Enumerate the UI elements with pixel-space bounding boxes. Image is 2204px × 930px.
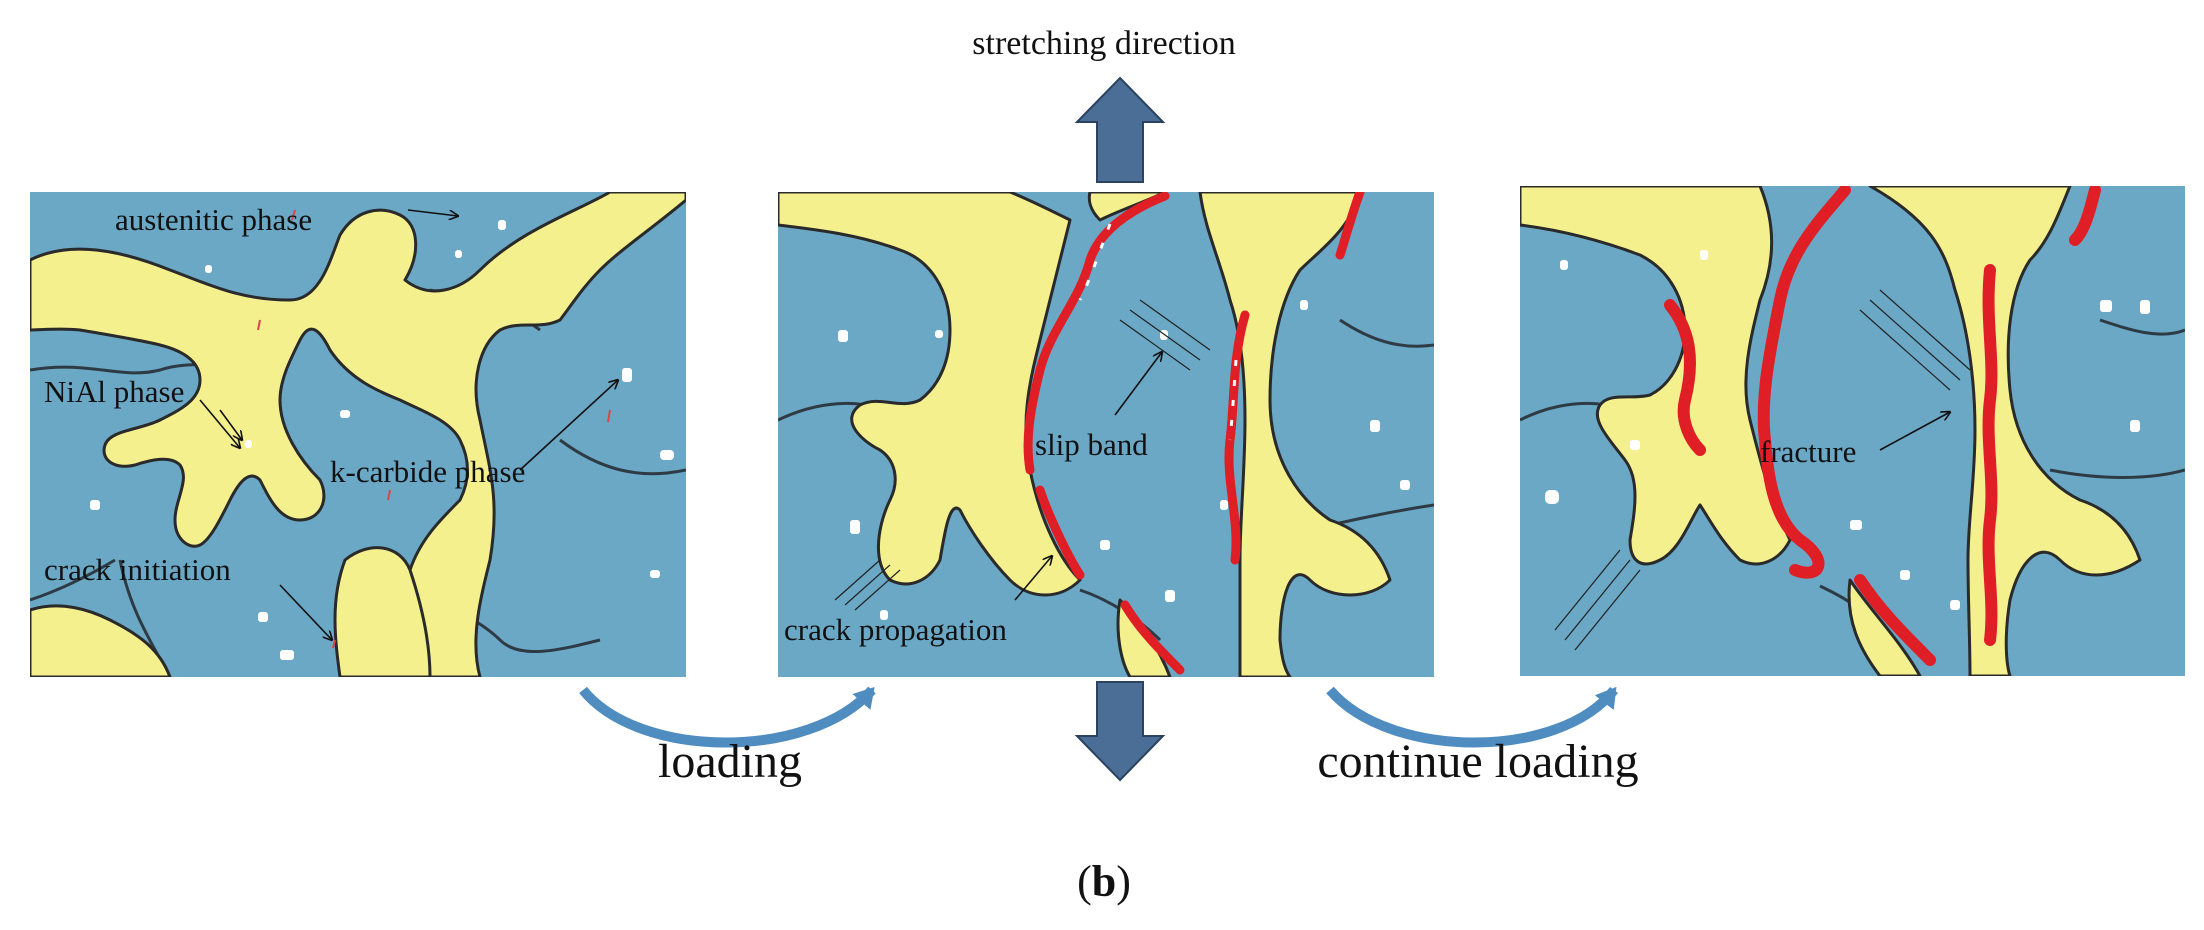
caption-letter: b — [1092, 857, 1116, 906]
label-nial-phase: NiAl phase — [44, 374, 184, 409]
red-crack-highlights — [1078, 223, 1238, 441]
continue-loading-label: continue loading — [1317, 735, 1638, 788]
label-slip-band: slip band — [1035, 427, 1148, 462]
red-fracture-bands — [1664, 186, 2101, 666]
nial-phase-regions — [1520, 186, 2142, 676]
down-arrow-icon — [1074, 681, 1166, 782]
panel-loaded: slip band crack propagation — [778, 192, 1434, 677]
caption-open-paren: ( — [1077, 857, 1092, 906]
annotation-arrows-loaded — [1014, 352, 1162, 601]
label-crack-initiation: crack initiation — [44, 552, 231, 587]
slip-lines — [1554, 289, 1971, 651]
loading-label: loading — [658, 735, 802, 788]
k-carbide-particles — [90, 220, 674, 660]
red-crack-bands — [1023, 192, 1365, 675]
nial-phase-regions — [30, 192, 686, 677]
caption-close-paren: ) — [1116, 857, 1131, 906]
label-k-carbide-phase: k-carbide phase — [330, 454, 525, 489]
small-red-inclusions — [257, 209, 611, 649]
label-crack-propagation: crack propagation — [784, 612, 1007, 647]
stretching-direction-label: stretching direction — [972, 25, 1235, 62]
panel-continued: fracture — [1520, 186, 2185, 676]
slip-lines — [834, 299, 1211, 611]
panel-initial: austenitic phase NiAl phase k-carbide ph… — [30, 192, 686, 677]
up-arrow-icon — [1074, 76, 1166, 183]
label-austenitic-phase: austenitic phase — [115, 202, 312, 237]
annotation-arrows-continued — [1879, 412, 1950, 451]
annotation-arrows-initial — [199, 209, 618, 640]
loading-curve-arrow — [579, 686, 876, 748]
continue-loading-curve-arrow — [1326, 686, 1618, 748]
figure-caption: (b) — [1077, 857, 1131, 906]
label-fracture: fracture — [1760, 434, 1856, 469]
k-carbide-particles — [1545, 250, 2150, 610]
